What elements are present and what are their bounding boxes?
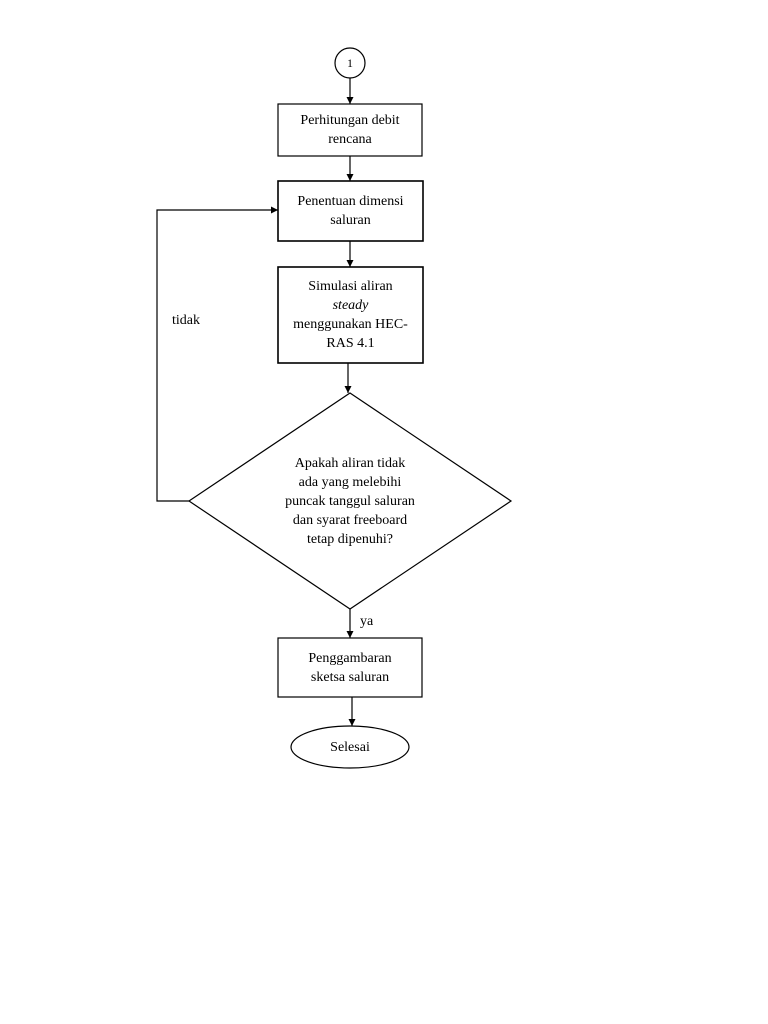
decision-line-4: dan syarat freeboard	[292, 512, 408, 528]
selesai-label: Selesai	[330, 739, 370, 755]
process-box-perhitungan	[277, 103, 423, 157]
process-box-simulasi	[277, 266, 424, 364]
simulasi-line-4: RAS 4.1	[326, 336, 375, 351]
perhitungan-label: Perhitungan debit rencana	[278, 104, 422, 156]
perhitungan-line-2: rencana	[328, 132, 372, 147]
simulasi-line-1: Simulasi aliran	[308, 279, 393, 294]
edge-label-ya: ya	[360, 614, 374, 629]
process-box-penggambaran	[277, 637, 423, 698]
connector-label: 1	[347, 55, 353, 70]
decision-label: Apakah aliran tidak ada yang melebihi pu…	[260, 453, 440, 549]
penentuan-line-2: saluran	[330, 213, 371, 228]
penggambaran-label: Penggambaran sketsa saluran	[278, 638, 422, 697]
penggambaran-line-1: Penggambaran	[308, 650, 392, 666]
arrow-decision-loop-back	[156, 206, 278, 502]
decision-line-2: ada yang melebihi	[298, 474, 402, 490]
perhitungan-line-1: Perhitungan debit	[300, 113, 400, 128]
edge-label-tidak: tidak	[172, 313, 200, 328]
penggambaran-line-2: sketsa saluran	[310, 669, 390, 685]
decision-line-3: puncak tanggul saluran	[285, 493, 415, 509]
decision-line-5: tetap dipenuhi?	[307, 531, 393, 547]
penentuan-label: Penentuan dimensi saluran	[278, 181, 423, 241]
simulasi-line-3: menggunakan HEC-	[293, 317, 408, 332]
simulasi-label: Simulasi aliran steady menggunakan HEC- …	[278, 267, 423, 363]
decision-line-1: Apakah aliran tidak	[294, 455, 406, 471]
simulasi-line-2: steady	[332, 298, 369, 313]
penentuan-line-1: Penentuan dimensi	[297, 194, 404, 209]
terminator-ellipse	[290, 725, 410, 769]
